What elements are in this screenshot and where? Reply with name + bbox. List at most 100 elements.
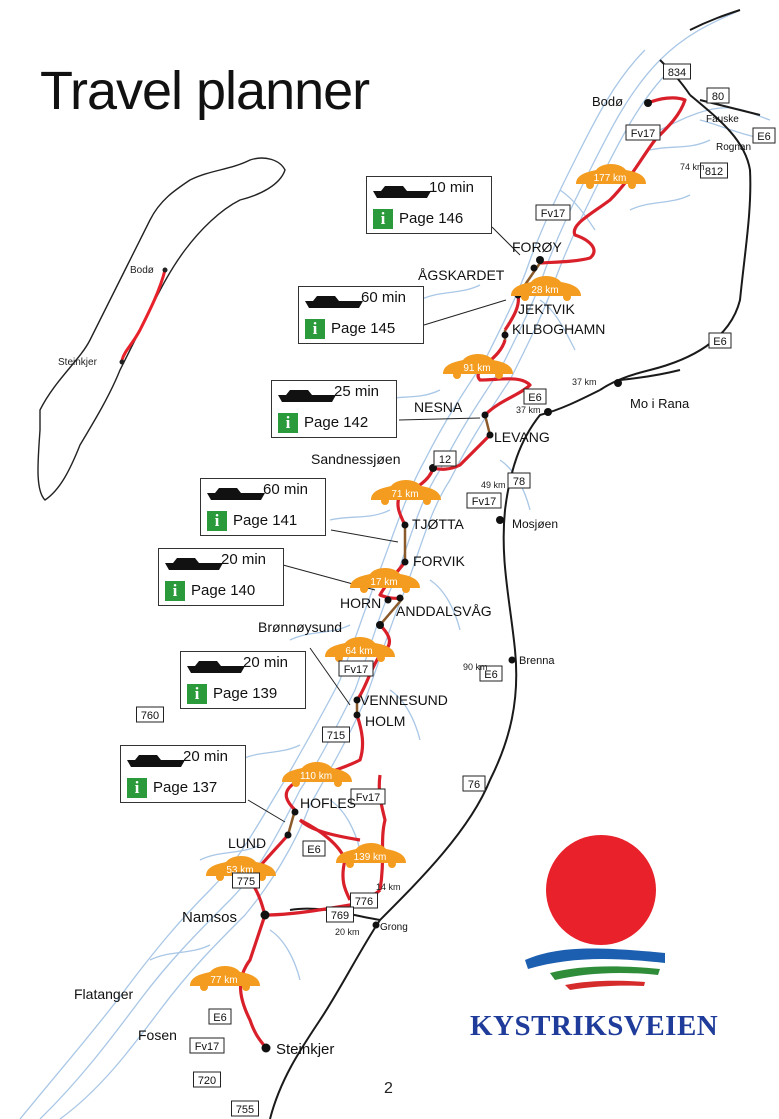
ferry-info-box: 20 min i Page 137 bbox=[120, 745, 246, 803]
segment-distance-label: 71 km bbox=[391, 489, 418, 500]
road-sign-e6: E6 bbox=[523, 388, 547, 405]
ferry-info-box: 25 min i Page 142 bbox=[271, 380, 397, 438]
info-icon: i bbox=[187, 684, 207, 704]
ferry-page-ref[interactable]: Page 139 bbox=[213, 685, 278, 702]
car-badge-2: 28 km bbox=[511, 276, 581, 301]
place-label-fauske: Fauske bbox=[706, 114, 739, 125]
ferry-icon bbox=[187, 661, 245, 673]
svg-text:76: 76 bbox=[468, 779, 480, 791]
roads bbox=[269, 9, 761, 1119]
svg-text:760: 760 bbox=[141, 710, 159, 722]
svg-text:12: 12 bbox=[439, 454, 451, 466]
road-sign-755: 755 bbox=[231, 1100, 259, 1117]
place-label-rognan: Rognan bbox=[716, 142, 751, 153]
ferry-info-box: 20 min i Page 139 bbox=[180, 651, 306, 709]
segment-distance-label: 139 km bbox=[354, 852, 387, 863]
logo-wave-green bbox=[550, 966, 660, 980]
road-sign-78: 78 bbox=[507, 472, 531, 489]
road-sign-76: 76 bbox=[462, 775, 486, 792]
road-sign-769: 769 bbox=[326, 906, 354, 923]
road-sign-776: 776 bbox=[350, 892, 378, 909]
logo-sun bbox=[546, 835, 656, 945]
road-sign-fv17: Fv17 bbox=[535, 204, 571, 221]
road-sign-fv17: Fv17 bbox=[189, 1037, 225, 1054]
place-label-lund: LUND bbox=[228, 835, 266, 851]
inland-distance-label: 37 km bbox=[516, 405, 541, 415]
road-sign-fv17: Fv17 bbox=[625, 124, 661, 141]
segment-distance-label: 91 km bbox=[463, 363, 490, 374]
place-label-flatanger: Flatanger bbox=[74, 986, 133, 1002]
car-badge-1: 177 km bbox=[576, 164, 646, 189]
ferry-page-ref[interactable]: Page 146 bbox=[399, 210, 464, 227]
svg-text:E6: E6 bbox=[757, 131, 770, 143]
segment-distance-label: 28 km bbox=[531, 285, 558, 296]
place-label-jektvik: JEKTVIK bbox=[518, 301, 575, 317]
place-label-moirana: Mo i Rana bbox=[630, 396, 690, 411]
car-badge-7: 110 km bbox=[282, 762, 352, 787]
svg-text:E6: E6 bbox=[528, 392, 541, 404]
place-label-forøy: FORØY bbox=[512, 239, 562, 255]
segment-distance-label: 177 km bbox=[594, 173, 627, 184]
road-sign-720: 720 bbox=[193, 1071, 221, 1088]
svg-text:769: 769 bbox=[331, 910, 349, 922]
road-sign-e6: E6 bbox=[302, 840, 326, 857]
svg-text:Fv17: Fv17 bbox=[631, 128, 655, 140]
info-icon: i bbox=[373, 209, 393, 229]
ferry-duration: 25 min bbox=[334, 383, 380, 400]
place-label-bronnoysund: Brønnøysund bbox=[258, 619, 342, 635]
inset-label-steinkjer: Steinkjer bbox=[58, 357, 98, 368]
ferry-duration: 20 min bbox=[221, 551, 267, 568]
inland-distance-label: 37 km bbox=[572, 377, 597, 387]
road-sign-fv17: Fv17 bbox=[338, 660, 374, 677]
road-sign-80: 80 bbox=[706, 87, 730, 104]
segment-distance-label: 17 km bbox=[370, 577, 397, 588]
svg-text:Fv17: Fv17 bbox=[344, 664, 368, 676]
road-sign-775: 775 bbox=[232, 872, 260, 889]
svg-text:715: 715 bbox=[327, 730, 345, 742]
segment-distance-label: 110 km bbox=[300, 771, 332, 782]
ferry-page-ref[interactable]: Page 141 bbox=[233, 512, 298, 529]
kystriksveien-logo bbox=[525, 835, 665, 990]
place-label-sandnessjoen: Sandnessjøen bbox=[311, 451, 401, 467]
brand-name: KYSTRIKSVEIEN bbox=[470, 1010, 719, 1042]
logo-wave-red bbox=[565, 980, 645, 990]
road-sign-834: 834 bbox=[663, 63, 691, 80]
norway-inset: Bodø Steinkjer bbox=[37, 157, 286, 501]
place-label-agskardet: ÅGSKARDET bbox=[418, 267, 505, 283]
svg-text:Fv17: Fv17 bbox=[541, 208, 565, 220]
place-label-horn: HORN bbox=[340, 595, 381, 611]
place-label-hofles: HOFLES bbox=[300, 795, 356, 811]
svg-text:755: 755 bbox=[236, 1104, 254, 1116]
ferry-duration: 60 min bbox=[263, 481, 309, 498]
ferry-icon bbox=[278, 390, 336, 402]
ferry-page-ref[interactable]: Page 137 bbox=[153, 779, 218, 796]
place-label-vennesund: VENNESUND bbox=[360, 692, 448, 708]
car-badge-5: 17 km bbox=[350, 568, 420, 593]
road-sign-e6: E6 bbox=[752, 127, 776, 144]
info-icon: i bbox=[165, 581, 185, 601]
ferry-page-ref[interactable]: Page 142 bbox=[304, 414, 369, 431]
ferry-page-ref[interactable]: Page 145 bbox=[331, 320, 396, 337]
page-number: 2 bbox=[384, 1080, 393, 1097]
place-labels: BodøFauskeRognanFORØYÅGSKARDETJEKTVIKKIL… bbox=[74, 94, 751, 1058]
place-label-anddalsvag: ANDDALSVÅG bbox=[396, 603, 492, 619]
place-label-grong: Grong bbox=[380, 922, 408, 933]
road-sign-12: 12 bbox=[433, 450, 457, 467]
ferry-page-ref[interactable]: Page 140 bbox=[191, 582, 256, 599]
road-sign-fv17: Fv17 bbox=[466, 492, 502, 509]
road-sign-812: 812 bbox=[700, 162, 728, 179]
car-badge-8: 139 km bbox=[336, 843, 406, 868]
ferry-icon bbox=[165, 558, 223, 570]
ferry-duration: 20 min bbox=[183, 748, 229, 765]
svg-text:776: 776 bbox=[355, 896, 373, 908]
road-sign-e6: E6 bbox=[479, 665, 503, 682]
place-label-bodo: Bodø bbox=[592, 94, 623, 109]
ferry-duration: 60 min bbox=[361, 289, 407, 306]
ferry-duration: 20 min bbox=[243, 654, 289, 671]
road-signs: 83480E6812Fv17Fv17E612Fv1778E6Fv1776Fv17… bbox=[136, 63, 776, 1117]
place-label-nesna: NESNA bbox=[414, 399, 463, 415]
car-badge-6: 64 km bbox=[325, 637, 395, 662]
inland-distance-label: 20 km bbox=[335, 927, 360, 937]
